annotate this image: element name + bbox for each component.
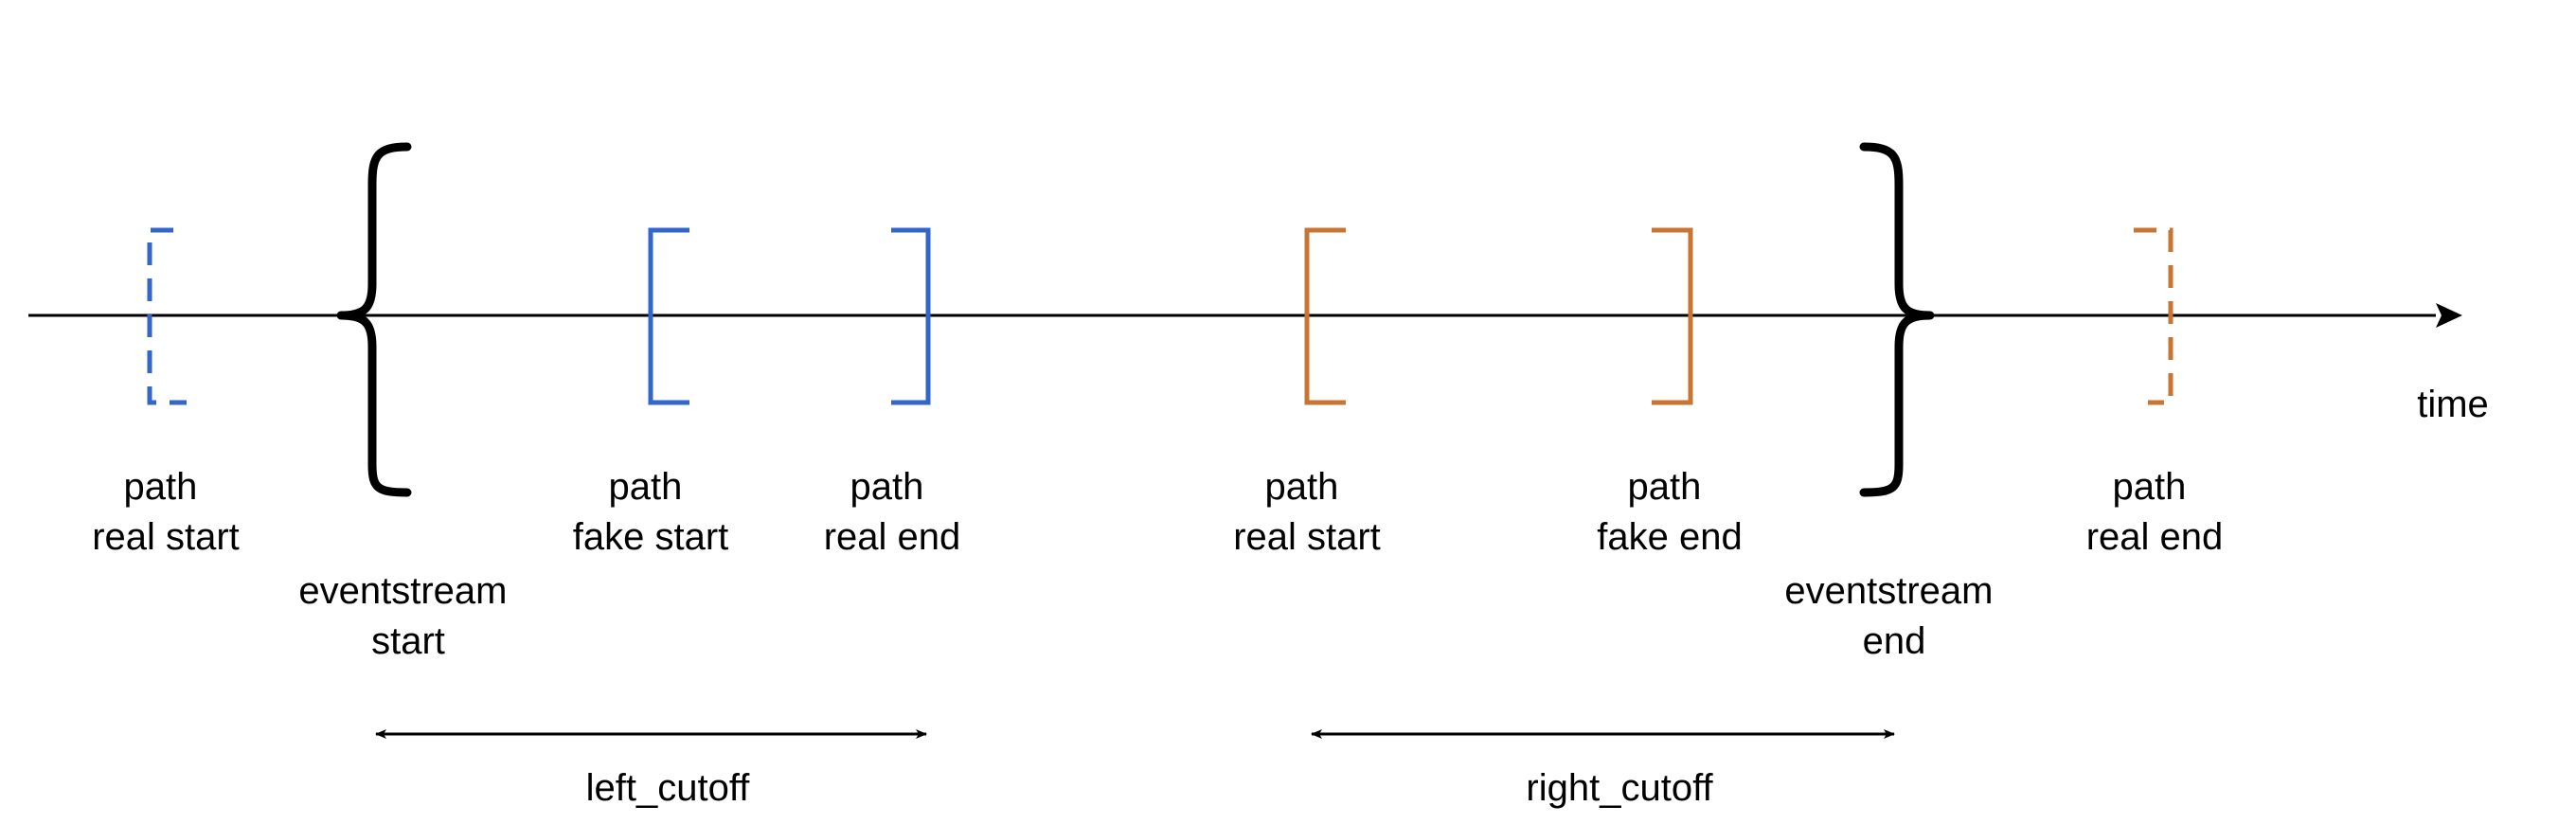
right-real-start-bracket — [1304, 227, 1346, 405]
left-real-end-label: path real end — [824, 466, 961, 558]
left-real-start-label: path real start — [92, 466, 240, 558]
time-axis-arrowhead — [2436, 303, 2462, 328]
right-real-start-label: path real start — [1233, 466, 1381, 558]
eventstream-end-label: eventstream end — [1784, 570, 2003, 662]
left-real-end-bracket — [891, 227, 931, 405]
fake-end-bracket — [1652, 227, 1693, 405]
eventstream-start-brace — [336, 142, 412, 497]
right-cutoff-label: right_cutoff — [1526, 767, 1713, 809]
fake-end-label: path fake end — [1597, 466, 1742, 558]
right-real-end-label: path real end — [2086, 466, 2224, 558]
fake-start-label: path fake start — [573, 466, 729, 558]
fake-start-bracket — [648, 227, 689, 405]
left-cutoff-label: left_cutoff — [586, 767, 751, 809]
time-axis-label: time — [2417, 384, 2489, 425]
left-real-start-bracket — [147, 227, 187, 405]
right-real-end-bracket — [2134, 227, 2174, 405]
eventstream-end-brace — [1859, 142, 1935, 497]
eventstream-start-label: eventstream start — [298, 570, 517, 662]
